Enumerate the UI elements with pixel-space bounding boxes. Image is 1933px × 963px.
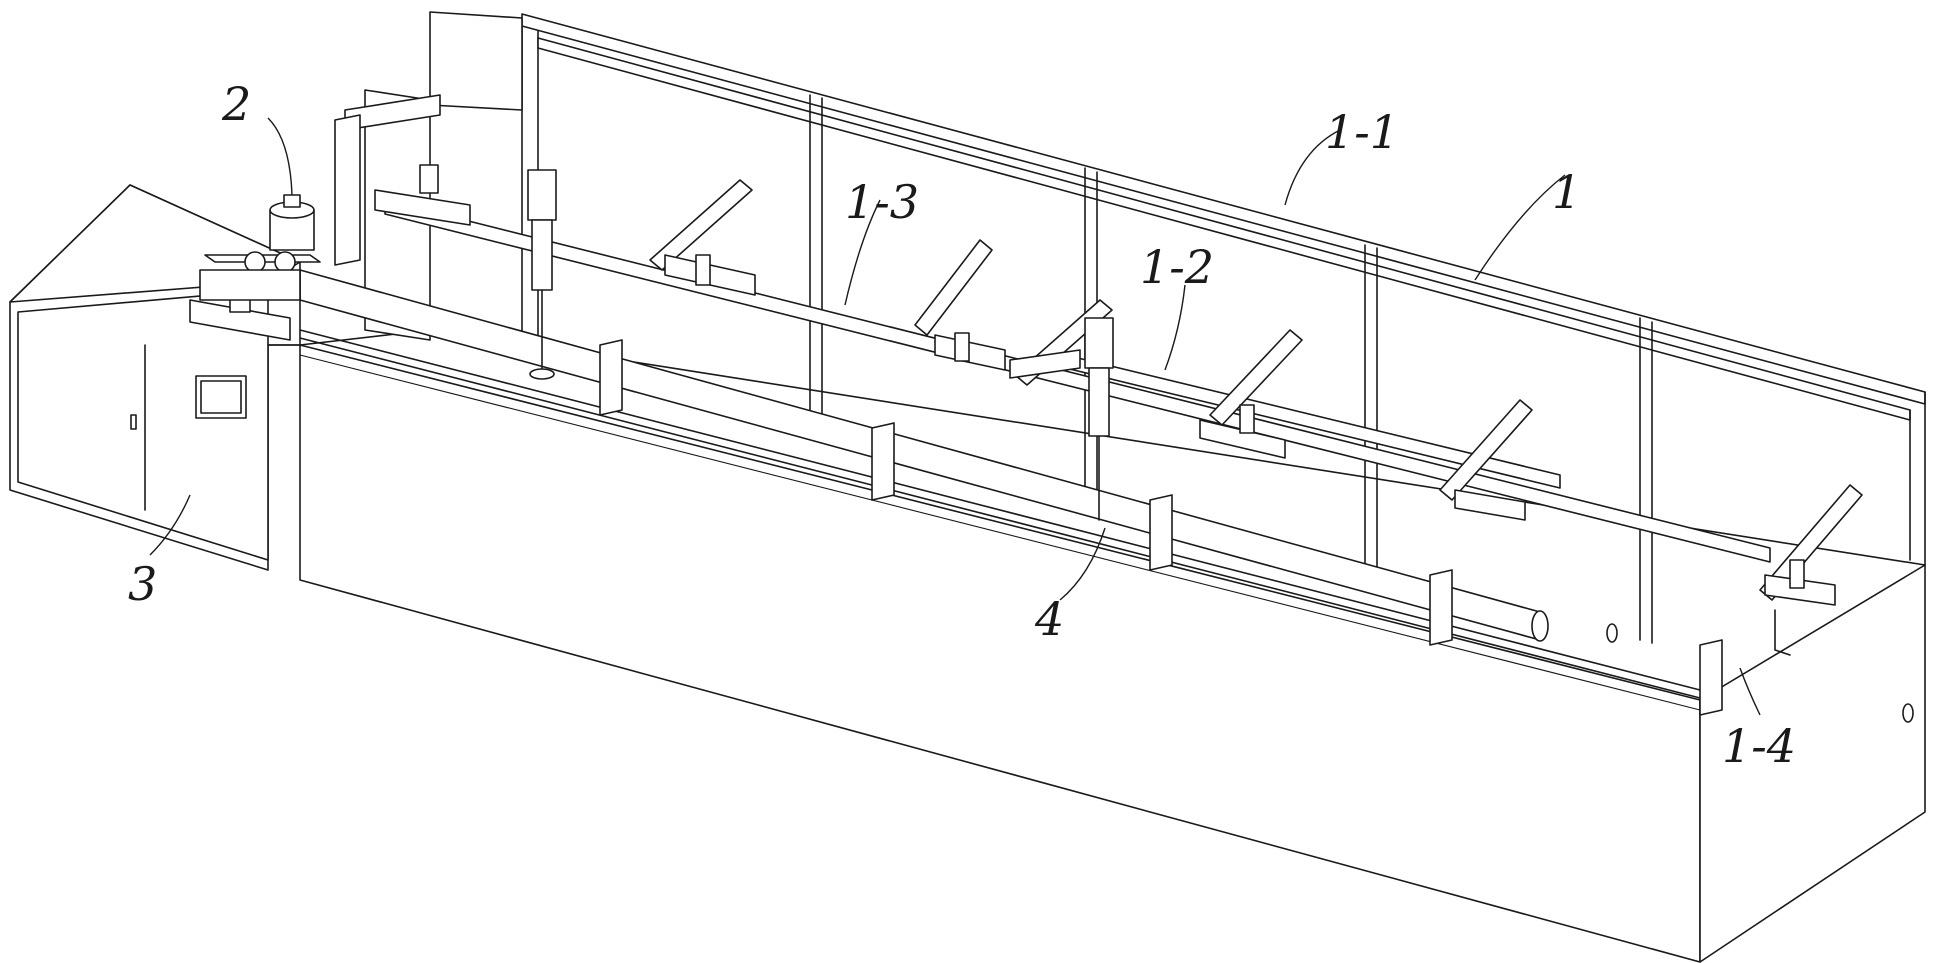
clamp-post [1699,639,1723,716]
roller-wheel [274,251,296,273]
label-1: 1 [1552,165,1581,219]
leader-1-4 [1739,667,1761,716]
clamp-station-1 [334,94,471,266]
clamp-block [954,332,970,362]
cylinder-right [1084,317,1114,521]
pipe-end [1531,610,1549,642]
tank [299,329,1926,963]
control-cabinet [9,184,301,571]
motor-cap [283,194,301,208]
label-3: 3 [128,557,157,611]
leader-4 [1059,527,1106,601]
cabinet-front [17,289,269,561]
drain-hole [1902,703,1914,723]
leader-3 [149,494,191,556]
clamp-post [599,339,623,416]
frame-top-beam-lower [537,37,1911,421]
clamp-arm [649,179,753,271]
clamp-block [695,254,711,286]
clamp-station-7 [1699,484,1863,716]
clamp-block [1239,404,1255,434]
clamp-station-6 [1429,399,1533,646]
cylinder-left [527,169,557,380]
cylinder-body [531,219,553,291]
label-1-3: 1-3 [845,175,919,229]
clamp-hook [1774,609,1791,656]
back-panel [429,11,523,111]
callouts: 2 1-1 1 1-3 1-2 3 4 1-4 [128,77,1796,773]
clamp-arm [1759,484,1863,601]
leader-1-3 [844,199,881,306]
clamp-post [871,422,895,501]
clamp-bar [1764,574,1836,606]
clamp-station-2 [599,179,756,416]
feed-pipe-inlet [199,269,301,301]
rear-frame [364,11,1926,644]
leader-1-1 [1284,129,1341,206]
clamp-block [419,164,439,194]
leader-1-2 [1164,284,1186,371]
label-1-4: 1-4 [1722,719,1796,773]
clamp-block [1789,559,1805,589]
clamp-station-5 [1149,329,1303,571]
cylinder-body [1088,367,1110,437]
leader-1 [1474,174,1566,281]
clamp-station-3 [871,239,1006,501]
leader-2 [267,117,293,196]
roller-wheel [244,251,266,273]
leaders [149,117,1761,716]
tank-end-face [1699,564,1926,963]
clamp-bar [1009,349,1081,379]
clamp-post [1149,494,1173,571]
clamp-bar [1454,489,1526,521]
clamp-post [334,114,361,266]
clamp-arm [1209,329,1303,426]
tank-inner-rim [299,354,1701,711]
cylinder-foot [529,368,555,380]
clamp-bar [374,189,471,226]
inner-lower-rail [299,329,1701,691]
cylinder-head [1084,317,1114,369]
clamp-bar [934,334,1006,371]
clamp-arm [1439,399,1533,501]
motor-unit [189,194,321,341]
drain-hole [1606,623,1618,643]
label-1-2: 1-2 [1140,240,1214,294]
cylinder-head [527,169,557,221]
label-2: 2 [221,77,251,131]
hmi-screen [195,375,247,419]
label-4: 4 [1034,592,1064,646]
clamp-post [1429,569,1453,646]
clamp-arm [914,239,993,336]
frame-top-beam [521,13,1926,405]
hmi-screen-inner [200,380,242,414]
inner-lower-rail [299,337,1701,699]
clamp-bar [1199,419,1286,459]
door-handle [130,414,137,430]
feed-tray [189,299,291,341]
label-1-1: 1-1 [1325,105,1399,159]
